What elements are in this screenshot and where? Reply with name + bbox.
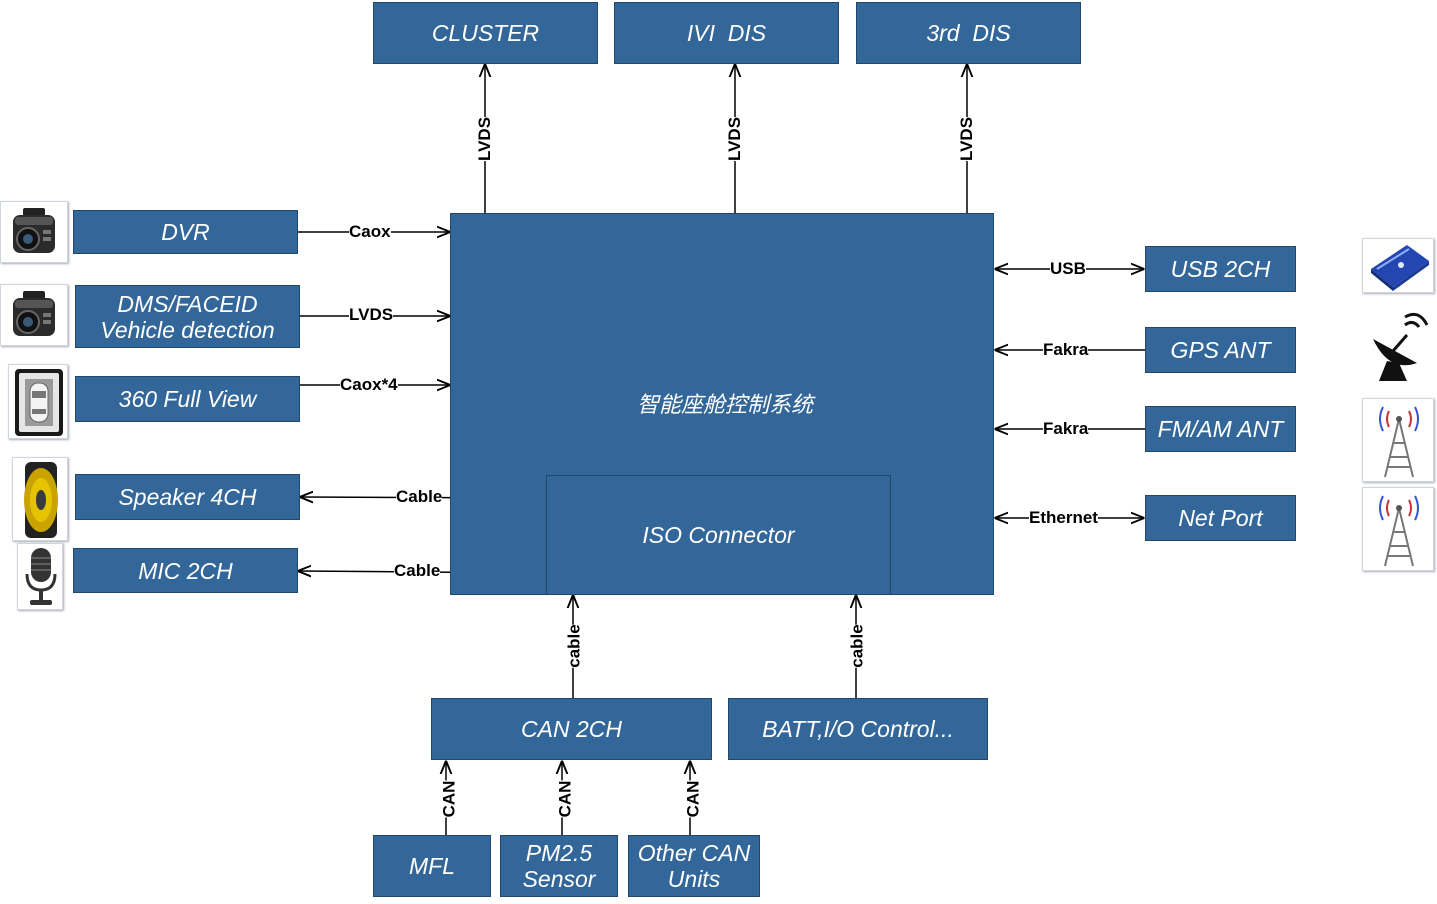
net-port-box: Net Port: [1145, 495, 1296, 541]
dms-label-line1: DMS/FACEID: [117, 290, 258, 317]
pm25-label-line1: PM2.5: [525, 840, 593, 866]
link-label-dvr: Caox: [349, 222, 391, 241]
dvr-box: DVR: [73, 210, 298, 254]
mfl-box: MFL: [373, 835, 491, 897]
dashcam-icon: [0, 201, 68, 263]
mic-box: MIC 2CH: [73, 548, 298, 593]
pm25-label-line2: Sensor: [522, 866, 596, 892]
cluster-label: CLUSTER: [431, 20, 540, 46]
link-label-other: CAN: [683, 780, 703, 818]
can-label: CAN 2CH: [521, 716, 622, 742]
fmam-label: FM/AM ANT: [1157, 416, 1284, 442]
link-label-cluster: LVDS: [475, 116, 495, 162]
link-label-dms: LVDS: [349, 305, 394, 324]
speaker-box: Speaker 4CH: [75, 474, 300, 520]
usb-box: USB 2CH: [1145, 246, 1296, 292]
link-label-360: Caox*4: [340, 375, 398, 394]
fmam-box: FM/AM ANT: [1145, 406, 1296, 452]
link-label-third: LVDS: [957, 116, 977, 162]
view360-box: 360 Full View: [75, 376, 300, 422]
radio-tower-icon: [1362, 398, 1434, 482]
speaker-icon: [12, 457, 68, 541]
other-can-label-line2: Units: [667, 866, 721, 892]
batt-box: BATT,I/O Control...: [728, 698, 988, 760]
link-label-mic: Cable: [394, 561, 441, 580]
cockpit-controller-title: 智能座舱控制系统: [637, 392, 814, 417]
view360-label: 360 Full View: [118, 386, 257, 412]
link-label-fmam: Fakra: [1043, 419, 1089, 438]
link-label-mfl: CAN: [439, 780, 459, 818]
dms-box: DMS/FACEID Vehicle detection: [75, 285, 300, 348]
third-display-label: 3rd DIS: [926, 20, 1011, 46]
link-label-net: Ethernet: [1029, 508, 1098, 527]
batt-label: BATT,I/O Control...: [762, 716, 954, 742]
can-box: CAN 2CH: [431, 698, 712, 760]
dvr-label: DVR: [161, 219, 210, 245]
link-label-batt: cable: [847, 624, 867, 668]
net-port-label: Net Port: [1178, 505, 1263, 531]
microphone-icon: [17, 543, 63, 610]
usb-drive-icon: [1362, 238, 1434, 293]
iso-connector-box: ISO Connector: [546, 475, 891, 595]
cluster-box: CLUSTER: [373, 2, 598, 64]
link-label-ivi: LVDS: [725, 116, 745, 162]
mic-label: MIC 2CH: [138, 557, 233, 584]
dashcam-icon: [0, 284, 68, 346]
speaker-label: Speaker 4CH: [118, 484, 257, 510]
satellite-dish-icon: [1362, 298, 1434, 391]
mfl-label: MFL: [409, 853, 455, 879]
car-topview-icon: [8, 364, 68, 439]
link-label-usb: USB: [1050, 259, 1086, 278]
link-label-pm: CAN: [555, 780, 575, 818]
gps-box: GPS ANT: [1145, 327, 1296, 373]
link-label-can: cable: [564, 624, 584, 668]
other-can-box: Other CAN Units: [628, 835, 760, 897]
pm25-box: PM2.5 Sensor: [500, 835, 618, 897]
link-label-gps: Fakra: [1043, 340, 1089, 359]
ivi-display-box: IVI DIS: [614, 2, 839, 64]
dms-label-line2: Vehicle detection: [100, 316, 275, 343]
ivi-display-label: IVI DIS: [686, 20, 767, 46]
radio-tower-icon: [1362, 487, 1434, 571]
other-can-label-line1: Other CAN: [637, 840, 751, 866]
usb-label: USB 2CH: [1170, 256, 1271, 282]
third-display-box: 3rd DIS: [856, 2, 1081, 64]
iso-connector-label: ISO Connector: [642, 522, 795, 548]
gps-label: GPS ANT: [1170, 337, 1271, 363]
link-label-speaker: Cable: [396, 487, 443, 506]
